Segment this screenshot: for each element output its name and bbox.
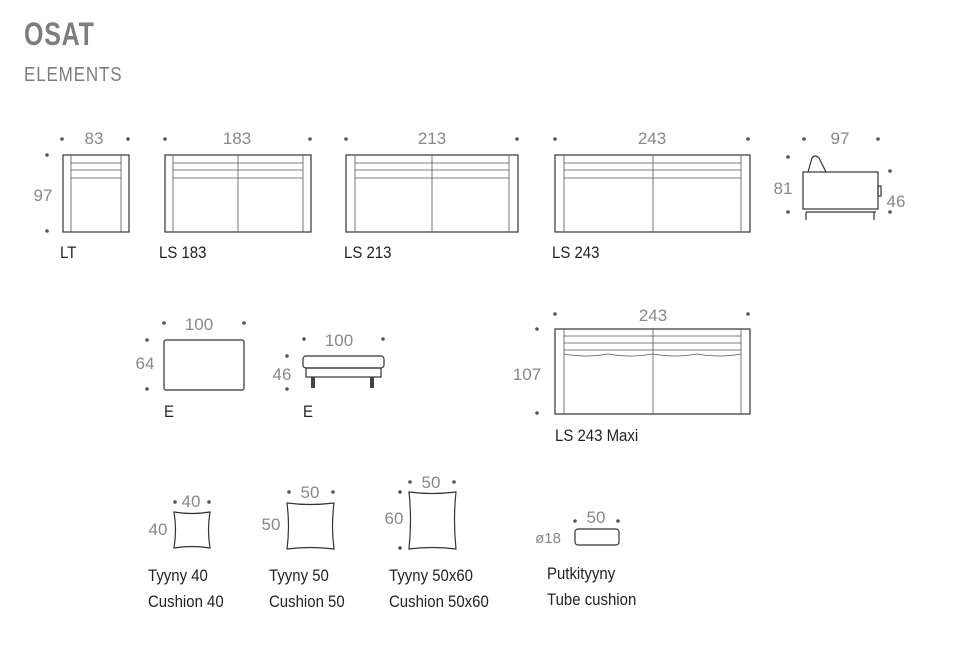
- ls243maxi-width-dim: 243: [639, 306, 667, 325]
- element-side-view: 97 81 46: [774, 129, 906, 220]
- ls243maxi-depth-dim: 107: [513, 365, 541, 384]
- label-ls243: LS 243: [552, 243, 600, 262]
- element-e-top: 100 64: [136, 315, 246, 391]
- label-cushion40-fi: Tyyny 40: [148, 566, 208, 585]
- tube-cushion: 50 ø18: [535, 508, 620, 547]
- cushion-50x60: 50 60: [385, 473, 457, 550]
- element-e-side: 100 46: [273, 331, 385, 391]
- label-ls213: LS 213: [344, 243, 392, 262]
- label-cushion5060-fi: Tyyny 50x60: [389, 566, 473, 585]
- label-ls243-maxi: LS 243 Maxi: [555, 426, 639, 445]
- element-lt: 83 97: [34, 129, 130, 233]
- element-ls213: 213: [344, 129, 519, 233]
- label-cushion50-fi: Tyyny 50: [269, 566, 329, 585]
- e-side-width-dim: 100: [325, 331, 353, 350]
- side-height-dim: 81: [774, 179, 793, 198]
- lt-width-dim: 83: [85, 129, 104, 148]
- lt-depth-dim: 97: [34, 186, 53, 205]
- cushion5060-height-dim: 60: [385, 509, 404, 528]
- cushion40-height-dim: 40: [149, 520, 168, 539]
- ls183-width-dim: 183: [223, 129, 251, 148]
- label-e-top: E: [164, 402, 174, 421]
- label-cushion50-en: Cushion 50: [269, 592, 345, 611]
- cushion50-width-dim: 50: [301, 483, 320, 502]
- label-e-side: E: [303, 402, 313, 421]
- page-subtitle: ELEMENTS: [24, 64, 123, 86]
- side-width-dim: 97: [831, 129, 850, 148]
- cushion-40: 40 40: [149, 492, 211, 549]
- element-ls243-maxi: 243 107: [513, 306, 751, 415]
- label-tube-fi: Putkityyny: [547, 564, 616, 583]
- label-cushion40-en: Cushion 40: [148, 592, 224, 611]
- cushion5060-width-dim: 50: [422, 473, 441, 492]
- label-tube-en: Tube cushion: [547, 590, 637, 609]
- tube-width-dim: 50: [587, 508, 606, 527]
- element-ls243: 243: [553, 129, 751, 233]
- cushion50-height-dim: 50: [262, 515, 281, 534]
- element-ls183: 183: [163, 129, 312, 233]
- cushion40-width-dim: 40: [182, 492, 201, 511]
- e-top-depth-dim: 64: [136, 354, 155, 373]
- e-side-height-dim: 46: [273, 365, 292, 384]
- side-seat-height-dim: 46: [887, 192, 906, 211]
- ls213-width-dim: 213: [418, 129, 446, 148]
- page-title: OSAT: [24, 16, 95, 52]
- e-top-width-dim: 100: [185, 315, 213, 334]
- label-ls183: LS 183: [159, 243, 207, 262]
- label-lt: LT: [60, 243, 77, 262]
- tube-diameter-dim: ø18: [535, 530, 561, 547]
- cushion-50: 50 50: [262, 483, 335, 550]
- label-cushion5060-en: Cushion 50x60: [389, 592, 489, 611]
- ls243-width-dim: 243: [638, 129, 666, 148]
